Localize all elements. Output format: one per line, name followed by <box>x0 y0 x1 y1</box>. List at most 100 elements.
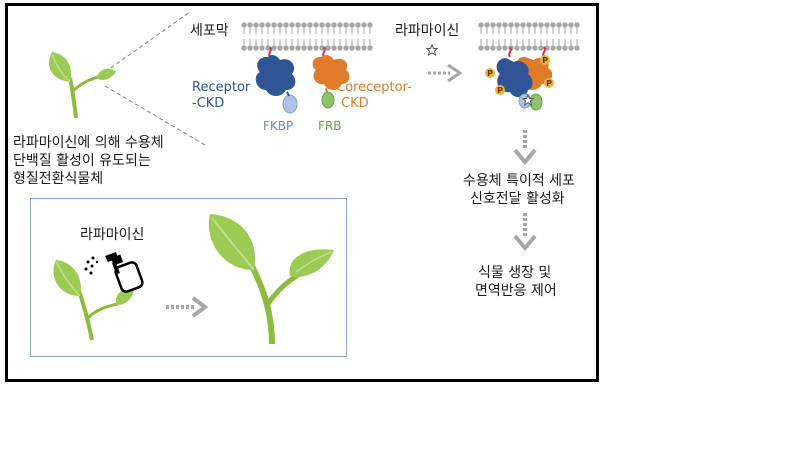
lipid-head <box>484 45 490 51</box>
outcome-step-line-1: 식물 생장 및 <box>478 265 552 281</box>
lipid-head <box>337 45 343 51</box>
lipid-head <box>367 45 373 51</box>
lipid-head <box>349 45 355 51</box>
lipid-head <box>337 22 343 28</box>
lipid-head <box>550 45 556 51</box>
lipid-head <box>526 22 532 28</box>
plant-small-top <box>48 52 116 119</box>
lipid-head <box>568 45 574 51</box>
lipid-head <box>490 22 496 28</box>
lipid-head <box>313 45 319 51</box>
fkbp-label: FKBP <box>263 119 294 133</box>
lipid-head <box>277 45 283 51</box>
lipid-head <box>562 22 568 28</box>
lipid-head <box>283 22 289 28</box>
zoom-line-top <box>104 11 191 73</box>
lipid-head <box>319 45 325 51</box>
arrow-growth <box>166 296 209 318</box>
signaling-step-line-2: 신호전달 활성화 <box>470 191 565 207</box>
lipid-head <box>301 22 307 28</box>
spray-bottle-icon <box>84 252 144 293</box>
lipid-head <box>574 45 580 51</box>
phospho-badge <box>485 68 495 78</box>
phospho-label: P <box>546 79 552 88</box>
phospho-label: P <box>487 69 493 78</box>
arrow-to-signaling <box>513 130 537 166</box>
lipid-head <box>271 22 277 28</box>
lipid-head <box>277 22 283 28</box>
lipid-head <box>367 22 373 28</box>
lipid-head <box>259 22 265 28</box>
lipid-head <box>325 22 331 28</box>
signaling-step-line-1: 수용체 특이적 세포 <box>463 173 575 189</box>
lipid-head <box>520 45 526 51</box>
lipid-head <box>502 45 508 51</box>
lipid-head <box>574 22 580 28</box>
lipid-head <box>253 22 259 28</box>
lipid-head <box>538 45 544 51</box>
lipid-head <box>283 45 289 51</box>
lipid-head <box>331 45 337 51</box>
lipid-head <box>307 45 313 51</box>
lipid-head <box>265 45 271 51</box>
lipid-head <box>289 22 295 28</box>
plant-before-treatment <box>53 260 134 341</box>
coreceptor-ckd-label: CKD <box>341 96 369 111</box>
lipid-head <box>496 22 502 28</box>
plant-description-line-3: 형질전환식물체 <box>13 171 104 187</box>
arrow-to-growth <box>513 213 537 252</box>
cell-membrane-left <box>241 22 373 51</box>
lipid-head <box>562 45 568 51</box>
lipid-head <box>556 45 562 51</box>
lipid-head <box>307 22 313 28</box>
lipid-head <box>478 22 484 28</box>
membrane-label: 세포막 <box>190 23 229 39</box>
lipid-head <box>241 22 247 28</box>
frb-domain <box>321 91 335 109</box>
rapamycin-treatment-panel <box>30 198 347 357</box>
fkbp-domain <box>282 94 298 114</box>
lipid-head <box>514 45 520 51</box>
lipid-head <box>319 22 325 28</box>
lipid-head <box>361 22 367 28</box>
lipid-head <box>325 45 331 51</box>
plant-description-line-2: 단백질 활성이 유도되는 <box>13 153 151 169</box>
lipid-head <box>508 22 514 28</box>
lipid-head <box>301 45 307 51</box>
lipid-head <box>331 22 337 28</box>
plant-after-treatment <box>208 214 334 345</box>
phospho-badge <box>540 55 550 65</box>
lipid-head <box>343 45 349 51</box>
lipid-head <box>502 22 508 28</box>
receptor-ckd-protein <box>255 46 298 114</box>
phospho-badge <box>544 78 554 88</box>
lipid-head <box>295 45 301 51</box>
rapamycin-molecule-icon <box>425 43 439 57</box>
frb-label: FRB <box>318 119 342 133</box>
lipid-head <box>568 22 574 28</box>
phospho-badge <box>495 85 505 95</box>
lipid-head <box>247 22 253 28</box>
lipid-head <box>526 45 532 51</box>
lipid-head <box>478 45 484 51</box>
lipid-head <box>313 22 319 28</box>
lipid-head <box>490 45 496 51</box>
zoom-line-bottom <box>104 85 206 146</box>
lipid-head <box>520 22 526 28</box>
lipid-head <box>361 45 367 51</box>
lipid-head <box>532 22 538 28</box>
lipid-head <box>532 45 538 51</box>
activated-receptor-complex <box>496 46 553 111</box>
receptor-ckd-label: -CKD <box>192 96 225 111</box>
lipid-head <box>484 22 490 28</box>
lipid-head <box>241 45 247 51</box>
rapamycin-label-top: 라파마이신 <box>395 23 460 39</box>
lipid-head <box>550 22 556 28</box>
lipid-head <box>355 45 361 51</box>
plant-description-line-1: 라파마이신에 의해 수용체 <box>13 135 164 151</box>
cell-membrane-right <box>478 22 580 51</box>
outcome-step-line-2: 면역반응 제어 <box>475 283 557 299</box>
lipid-head <box>349 22 355 28</box>
lipid-head <box>259 45 265 51</box>
